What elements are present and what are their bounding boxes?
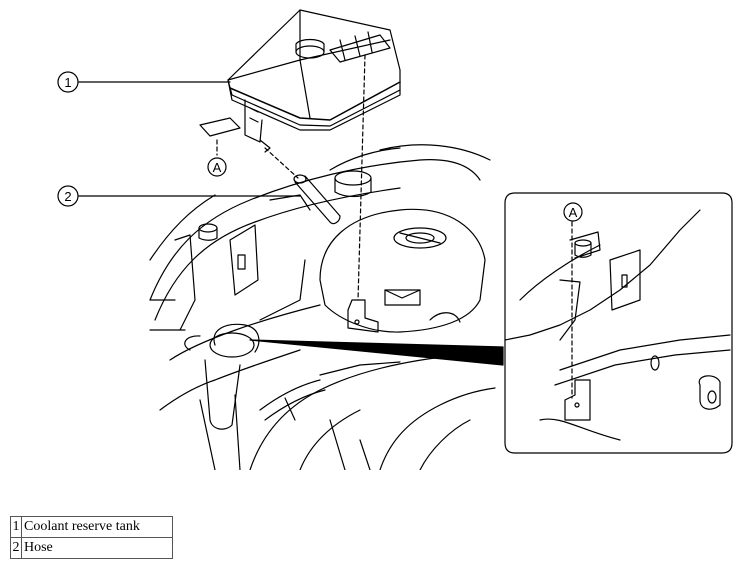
coolant-hose bbox=[293, 174, 341, 225]
legend-number: 2 bbox=[10, 537, 22, 559]
strut-tower bbox=[319, 208, 486, 333]
callout-a: A bbox=[207, 157, 227, 177]
detail-leader bbox=[249, 339, 504, 366]
callout-1: 1 bbox=[57, 71, 79, 93]
legend-number: 1 bbox=[10, 516, 22, 538]
parts-legend-table: 1 Coolant reserve tank 2 Hose bbox=[10, 516, 173, 559]
legend-row: 2 Hose bbox=[10, 537, 173, 559]
callout-a-detail: A bbox=[563, 202, 583, 222]
callout-1-label: 1 bbox=[64, 75, 71, 90]
callout-a-label: A bbox=[213, 160, 222, 175]
callout-2-label: 2 bbox=[64, 189, 71, 204]
callout-2: 2 bbox=[57, 185, 79, 207]
lower-hose-assembly bbox=[184, 323, 401, 430]
callout-a-detail-label: A bbox=[569, 205, 578, 220]
engine-bay-outline bbox=[149, 144, 496, 470]
detail-view bbox=[504, 192, 733, 454]
coolant-tank-installation-diagram: 1 2 A A bbox=[57, 9, 733, 470]
legend-row: 1 Coolant reserve tank bbox=[10, 516, 173, 538]
legend-label: Coolant reserve tank bbox=[21, 516, 173, 538]
alignment-lines bbox=[216, 54, 366, 301]
mounting-bracket bbox=[347, 299, 379, 333]
reservoir-caps bbox=[198, 170, 372, 241]
fender-panel bbox=[229, 194, 311, 321]
coolant-reserve-tank bbox=[199, 9, 401, 153]
legend-label: Hose bbox=[21, 537, 173, 559]
